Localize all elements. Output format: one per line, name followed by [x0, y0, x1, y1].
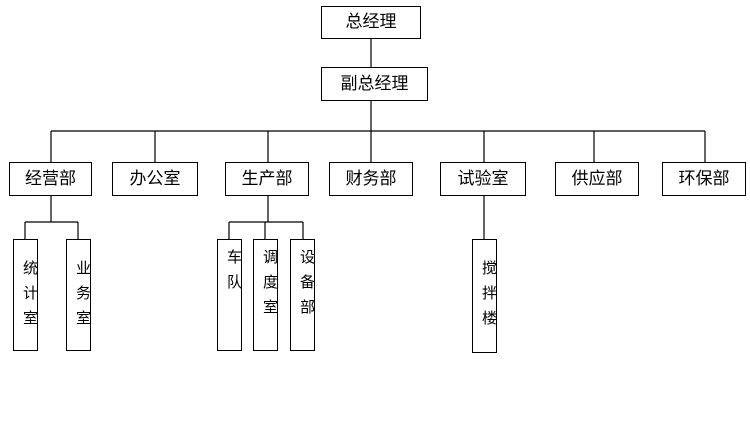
department-finance-box: 财务部 — [329, 162, 413, 196]
deputy-general-manager-box: 副总经理 — [321, 67, 428, 101]
deputy-general-manager-label: 副总经理 — [340, 73, 409, 94]
department-operations-label: 经营部 — [25, 168, 76, 189]
department-operations-box: 经营部 — [9, 162, 92, 196]
sub-unit-business-office-label: 业务室 — [74, 260, 92, 335]
sub-unit-mixing-building-box: 搅拌楼 — [472, 239, 498, 353]
department-laboratory-box: 试验室 — [440, 162, 526, 196]
department-laboratory-label: 试验室 — [457, 168, 509, 189]
sub-unit-business-office-box: 业务室 — [66, 239, 92, 351]
sub-unit-dispatch-office-label: 调度室 — [261, 249, 279, 324]
general-manager-box: 总经理 — [321, 6, 421, 39]
department-office-box: 办公室 — [112, 162, 198, 196]
sub-unit-dispatch-office-box: 调度室 — [253, 239, 279, 351]
sub-unit-equipment-department-label: 设备部 — [298, 249, 316, 324]
department-finance-label: 财务部 — [345, 168, 397, 189]
sub-unit-statistics-office-box: 统计室 — [13, 239, 39, 351]
department-production-label: 生产部 — [241, 168, 293, 189]
general-manager-label: 总经理 — [345, 12, 397, 32]
department-environmental-box: 环保部 — [662, 162, 746, 196]
sub-unit-mixing-building-label: 搅拌楼 — [480, 260, 498, 335]
department-supply-box: 供应部 — [555, 162, 639, 196]
department-environmental-label: 环保部 — [678, 168, 730, 189]
sub-unit-fleet-box: 车队 — [217, 239, 243, 351]
department-production-box: 生产部 — [225, 162, 309, 196]
sub-unit-fleet-label: 车队 — [225, 249, 243, 299]
sub-unit-statistics-office-label: 统计室 — [21, 260, 39, 335]
department-supply-label: 供应部 — [571, 168, 623, 189]
sub-unit-equipment-department-box: 设备部 — [290, 239, 316, 351]
department-office-label: 办公室 — [129, 168, 181, 189]
